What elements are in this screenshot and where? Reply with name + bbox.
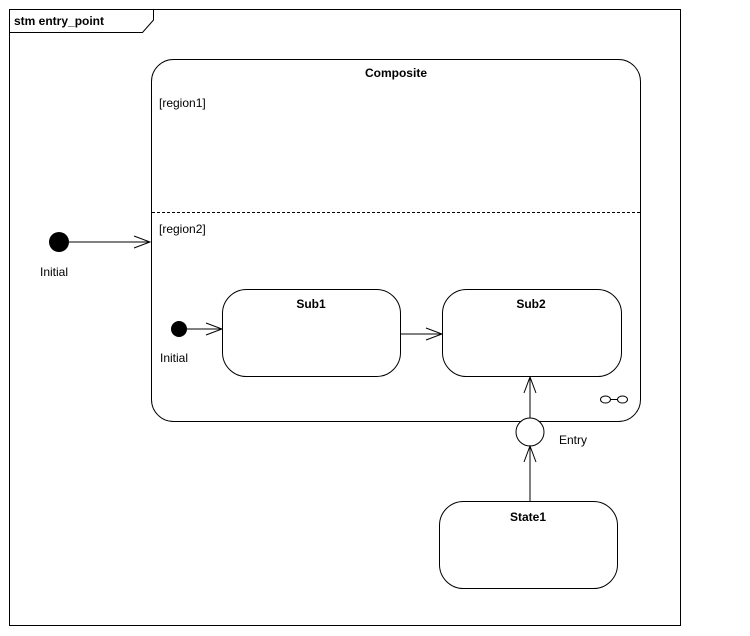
state-state1-name: State1 <box>510 510 546 524</box>
state-sub1-name: Sub1 <box>296 297 326 311</box>
state-sub1[interactable] <box>222 289 401 377</box>
state-state1[interactable] <box>439 501 618 589</box>
initial-inner-node[interactable] <box>171 321 187 337</box>
initial-inner-label: Initial <box>160 351 188 365</box>
frame-title-tab <box>9 9 154 33</box>
region1-label: [region1] <box>159 96 206 110</box>
entry-point-label: Entry <box>559 433 587 447</box>
entry-point-node[interactable] <box>515 417 545 447</box>
composite-state-name: Composite <box>365 66 427 80</box>
region2-label: [region2] <box>159 222 206 236</box>
state-sub2-name: Sub2 <box>516 297 546 311</box>
infinity-icon <box>600 395 628 404</box>
initial-outer-label: Initial <box>40 265 68 279</box>
frame-title: stm entry_point <box>14 14 104 28</box>
initial-outer-node[interactable] <box>49 232 69 252</box>
